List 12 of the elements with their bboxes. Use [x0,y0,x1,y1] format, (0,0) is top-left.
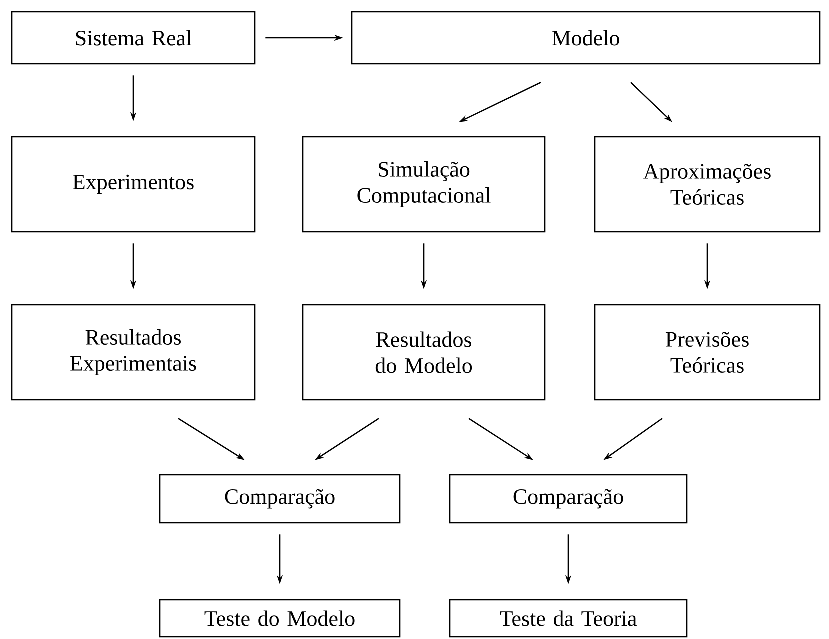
process-box: Teste do Modelo [159,599,401,638]
process-box: Modelo [351,11,821,65]
process-box: Resultados Experimentais [11,304,256,401]
process-box: Aproximações Teóricas [594,136,821,233]
process-box: Sistema Real [11,11,256,65]
process-box: Comparação [449,474,688,524]
process-box: Previsões Teóricas [594,304,821,401]
process-box: Simulação Computacional [302,136,546,233]
process-box: Comparação [159,474,401,524]
process-box: Experimentos [11,136,256,233]
process-box: Resultados do Modelo [302,304,546,401]
process-box: Teste da Teoria [449,599,688,638]
